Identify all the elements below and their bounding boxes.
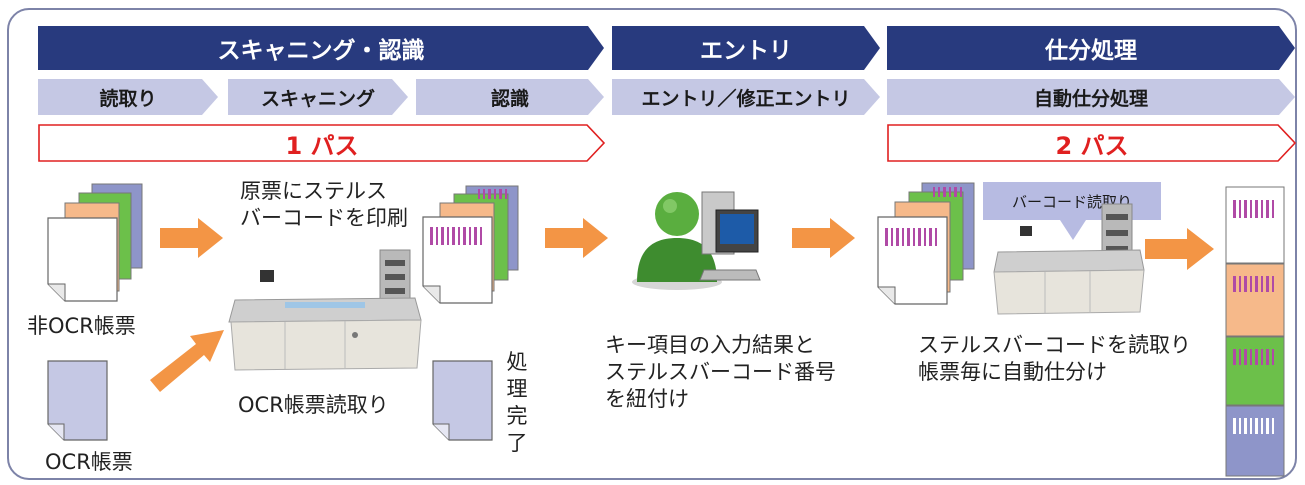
operator-computer-icon bbox=[632, 191, 761, 290]
entry-description: キー項目の入力結果と ステルスバーコード番号 を紐付け bbox=[605, 332, 836, 413]
step-label: 認識 bbox=[490, 87, 529, 110]
pass-outline-shape bbox=[887, 124, 1297, 162]
arrow-right-icon bbox=[792, 218, 855, 258]
pass-label: 1 パス bbox=[285, 131, 359, 160]
sorting-machine-icon bbox=[993, 203, 1145, 315]
step-read: 読取り bbox=[38, 79, 218, 115]
sorted-forms-pile-icon bbox=[1225, 186, 1285, 477]
vertical-char: 完 bbox=[506, 404, 528, 428]
step-recognition: 認識 bbox=[416, 79, 604, 115]
entry-description-line: ステルスバーコード番号 bbox=[605, 360, 836, 384]
pass-label: 2 パス bbox=[1055, 131, 1129, 160]
ocr-form-label: OCR帳票 bbox=[45, 450, 133, 474]
arrow-right-icon bbox=[545, 218, 608, 258]
arrow-right-icon bbox=[160, 218, 223, 258]
pass-1-banner: 1 パス bbox=[38, 124, 606, 162]
phase-sorting: 仕分処理 bbox=[887, 26, 1295, 70]
processing-complete-text: 処 理 完 了 bbox=[505, 349, 529, 457]
print-barcode-line: 原票にステルス bbox=[240, 179, 387, 203]
barcoded-forms-stack-icon bbox=[877, 182, 975, 305]
entry-description-line: キー項目の入力結果と bbox=[605, 333, 815, 357]
entry-description-line: を紐付け bbox=[605, 387, 689, 411]
ocr-form-icon bbox=[47, 360, 108, 441]
vertical-char: 処 bbox=[506, 350, 528, 374]
sort-description: ステルスバーコードを読取り 帳票毎に自動仕分け bbox=[918, 332, 1191, 386]
callout-pointer-icon bbox=[1060, 220, 1086, 240]
step-label: 自動仕分処理 bbox=[1033, 87, 1148, 110]
phase-entry: エントリ bbox=[612, 26, 880, 70]
step-scanning: スキャニング bbox=[228, 79, 408, 115]
completed-form-icon bbox=[432, 360, 493, 441]
print-barcode-line: バーコードを印刷 bbox=[240, 206, 408, 230]
print-barcode-text: 原票にステルス バーコードを印刷 bbox=[240, 178, 408, 232]
vertical-char: 理 bbox=[506, 377, 528, 401]
sort-description-line: 帳票毎に自動仕分け bbox=[918, 360, 1107, 384]
step-label: 読取り bbox=[99, 87, 157, 110]
arrow-right-icon bbox=[1145, 228, 1214, 270]
phase-label: 仕分処理 bbox=[1045, 38, 1137, 64]
step-auto-sorting: 自動仕分処理 bbox=[887, 79, 1295, 115]
diagram-frame bbox=[7, 8, 1297, 480]
step-label: スキャニング bbox=[260, 87, 375, 110]
vertical-char: 了 bbox=[506, 431, 528, 455]
phase-label: エントリ bbox=[700, 38, 792, 64]
barcoded-forms-stack-icon bbox=[422, 185, 519, 304]
pass-2-banner: 2 パス bbox=[887, 124, 1297, 162]
ocr-scanner-machine-icon bbox=[228, 249, 422, 371]
sort-description-line: ステルスバーコードを読取り bbox=[918, 333, 1191, 357]
phase-label: スキャニング・認識 bbox=[217, 38, 425, 64]
non-ocr-form-label: 非OCR帳票 bbox=[27, 314, 136, 338]
step-label: エントリ／修正エントリ bbox=[641, 87, 851, 110]
ocr-read-label: OCR帳票読取り bbox=[238, 393, 389, 417]
phase-scanning-recognition: スキャニング・認識 bbox=[38, 26, 604, 70]
arrow-diagonal-icon bbox=[150, 330, 224, 392]
pass-outline-shape bbox=[38, 124, 606, 162]
step-entry-correction: エントリ／修正エントリ bbox=[612, 79, 880, 115]
non-ocr-form-stack-icon bbox=[47, 183, 143, 302]
